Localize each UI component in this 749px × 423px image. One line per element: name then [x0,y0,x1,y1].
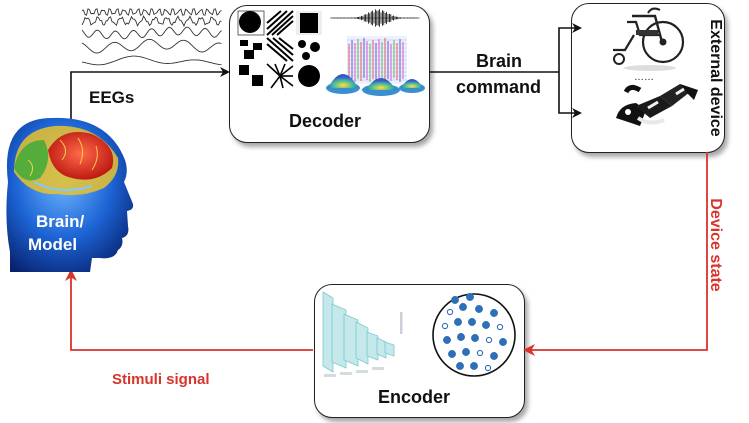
external-device-label: External device [707,19,724,137]
decoder-3d-peaks-icon [326,74,425,96]
eeg-waveforms-icon [81,8,222,66]
encoder-label: Encoder [378,387,451,407]
stimuli-signal-arrow [65,269,313,351]
robotic-arm-icon [616,84,698,126]
brain-command-label-line2: command [456,77,542,97]
device-state-label: Device state [707,198,724,292]
eegs-label: EEGs [89,88,135,107]
decoder-feature-maps-icon [237,10,322,89]
encoder-dot-circle-icon [432,293,516,377]
brain-model-label-line1: Brain/ [36,212,85,231]
decoder-signal-raster-icon [330,9,420,84]
encoder-network-layers-icon [322,291,403,377]
device-state-arrow [523,152,708,356]
brain-model-label-line2: Model [28,235,78,254]
wheelchair-icon [613,7,685,71]
ellipsis-label: …… [634,72,654,83]
brain-head-icon [6,117,134,272]
decoder-label: Decoder [289,111,362,131]
decoder-to-device-arrow [429,23,582,118]
brain-command-label-line1: Brain [476,51,523,71]
stimuli-signal-label: Stimuli signal [112,371,210,388]
